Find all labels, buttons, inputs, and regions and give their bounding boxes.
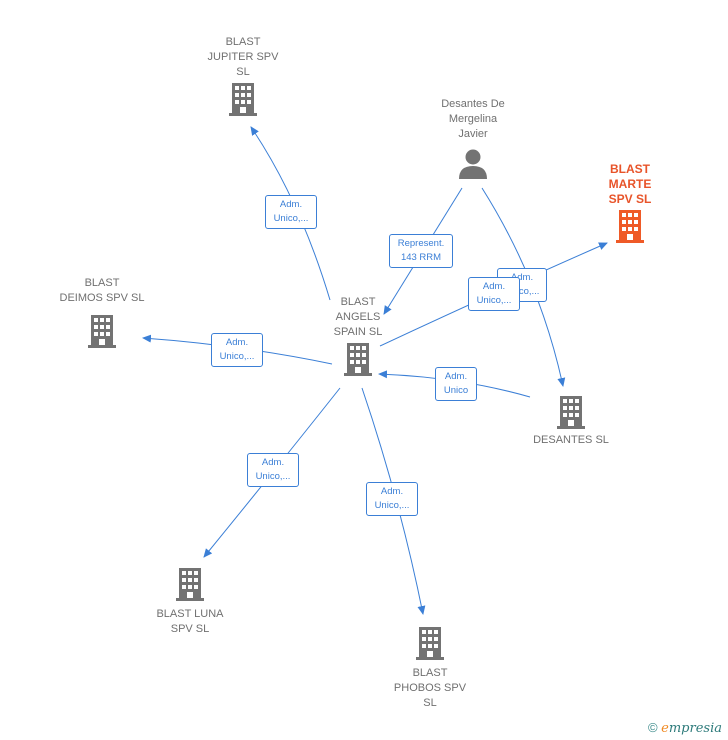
building-icon (616, 210, 644, 243)
node-label: BLAST JUPITER SPV SL (207, 36, 279, 78)
edge-label-desantes[interactable]: Adm. Unico (435, 367, 477, 401)
brand-footer: © empresia (648, 720, 722, 736)
node-desantes-sl[interactable]: DESANTES SL (516, 393, 626, 448)
person-icon (459, 149, 487, 179)
edge-label-luna[interactable]: Adm. Unico,... (247, 453, 299, 487)
node-blast-marte[interactable]: BLAST MARTE SPV SL (585, 162, 675, 243)
building-icon (229, 83, 257, 116)
node-label: BLAST ANGELS SPAIN SL (333, 296, 383, 338)
edge-label-represent[interactable]: Represent. 143 RRM (389, 234, 453, 268)
node-blast-jupiter[interactable]: BLAST JUPITER SPV SL (193, 35, 293, 116)
brand-logo-e: e (661, 721, 669, 736)
brand-logo-text: mpresia (668, 721, 722, 736)
node-label: BLAST PHOBOS SPV SL (393, 667, 467, 709)
building-icon (416, 627, 444, 660)
node-blast-luna[interactable]: BLAST LUNA SPV SL (140, 565, 240, 637)
node-label: BLAST DEIMOS SPV SL (59, 277, 145, 304)
edge-label-phobos[interactable]: Adm. Unico,... (366, 482, 418, 516)
building-icon (88, 315, 116, 348)
node-label: BLAST MARTE SPV SL (608, 162, 652, 206)
edge-label-marte-front[interactable]: Adm. Unico,... (468, 277, 520, 311)
node-label: Desantes De Mergelina Javier (441, 98, 505, 140)
building-icon (557, 396, 585, 429)
edge-label-deimos[interactable]: Adm. Unico,... (211, 333, 263, 367)
building-icon (176, 568, 204, 601)
node-label: BLAST LUNA SPV SL (156, 608, 224, 635)
node-desantes-person[interactable]: Desantes De Mergelina Javier (418, 97, 528, 180)
edge-label-jupiter[interactable]: Adm. Unico,... (265, 195, 317, 229)
node-blast-angels-spain[interactable]: BLAST ANGELS SPAIN SL (313, 295, 403, 376)
node-blast-phobos[interactable]: BLAST PHOBOS SPV SL (380, 624, 480, 711)
node-blast-deimos[interactable]: BLAST DEIMOS SPV SL (42, 276, 162, 348)
copyright-icon: © (647, 720, 658, 735)
building-icon (344, 343, 372, 376)
node-label: DESANTES SL (533, 434, 609, 446)
